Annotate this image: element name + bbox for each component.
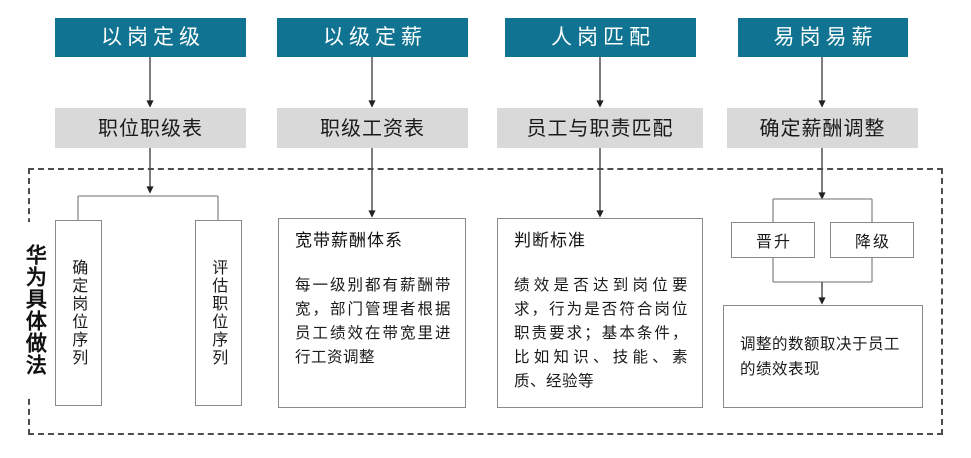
result-box-4[interactable]: 调整的数额取决于员工的绩效表现 xyxy=(723,305,923,408)
detail-card-3[interactable]: 判断标准 绩效是否达到岗位要求，行为是否符合岗位职责要求；基本条件，比如知识、技… xyxy=(497,218,703,408)
side-label-huawei-practice: 华为具体做法 xyxy=(20,222,50,398)
header-box-2[interactable]: 以级定薪 xyxy=(277,18,468,57)
result-box-4-label: 调整的数额取决于员工的绩效表现 xyxy=(740,335,901,378)
header-box-4[interactable]: 易岗易薪 xyxy=(738,18,908,57)
header-box-3[interactable]: 人岗匹配 xyxy=(505,18,696,57)
subheader-box-1[interactable]: 职位职级表 xyxy=(55,108,246,148)
detail-card-2-title: 宽带薪酬体系 xyxy=(295,231,403,251)
branch-box-4-2[interactable]: 降级 xyxy=(830,222,914,258)
detail-card-3-body: 绩效是否达到岗位要求，行为是否符合岗位职责要求；基本条件，比如知识、技能、素质、… xyxy=(514,276,688,391)
subheader-box-2[interactable]: 职级工资表 xyxy=(277,108,468,148)
branch-box-4-1-label: 晋升 xyxy=(755,232,792,251)
branch-box-1-1-label: 确定岗位序列 xyxy=(69,259,89,367)
branch-box-1-2-label: 评估职位序列 xyxy=(209,259,229,367)
detail-card-2[interactable]: 宽带薪酬体系 每一级别都有薪酬带宽，部门管理者根据员工绩效在带宽里进行工资调整 xyxy=(278,218,466,408)
branch-box-4-1[interactable]: 晋升 xyxy=(731,222,815,258)
header-box-1[interactable]: 以岗定级 xyxy=(55,18,246,57)
branch-box-4-2-label: 降级 xyxy=(854,232,891,251)
detail-card-3-title: 判断标准 xyxy=(514,231,586,251)
detail-card-2-body: 每一级别都有薪酬带宽，部门管理者根据员工绩效在带宽里进行工资调整 xyxy=(295,276,451,367)
branch-box-1-1[interactable]: 确定岗位序列 xyxy=(55,220,102,406)
subheader-box-3[interactable]: 员工与职责匹配 xyxy=(497,108,703,148)
branch-box-1-2[interactable]: 评估职位序列 xyxy=(195,220,242,406)
subheader-box-4[interactable]: 确定薪酬调整 xyxy=(727,108,918,148)
